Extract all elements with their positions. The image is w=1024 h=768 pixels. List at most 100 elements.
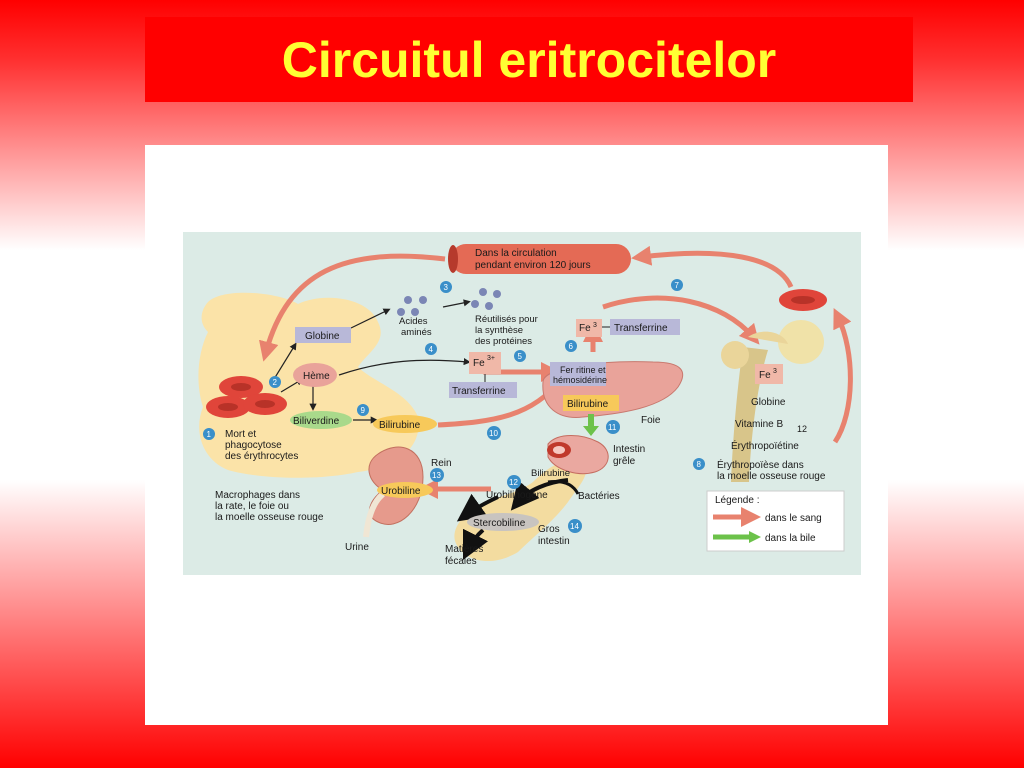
biliverdine-bubble <box>290 411 352 429</box>
acides-label: Acides <box>399 316 428 327</box>
stercobiline-label: Stercobiline <box>473 518 526 529</box>
intestin-gros-label: intestin <box>538 536 570 547</box>
circulation-label: Dans la circulation <box>475 248 557 259</box>
reuse-label-2: la synthèse <box>475 325 523 336</box>
urobilinogene-label: Urobilinogène <box>486 490 548 501</box>
transferrine-label: Transferrine <box>452 386 506 397</box>
heme-bubble <box>293 363 337 387</box>
transferrin-to-marrow-arrow <box>602 295 760 345</box>
step-12: 12 <box>509 478 518 487</box>
step-13: 13 <box>432 471 441 480</box>
urobiline-label: Urobiline <box>381 486 421 497</box>
slide-title-bar: Circuitul eritrocitelor <box>145 17 913 102</box>
return-to-macrophage-arrow <box>259 253 446 362</box>
step-6: 6 <box>569 342 574 351</box>
fe-bone-label: Fe <box>759 370 771 381</box>
fe-bone-box <box>755 364 783 384</box>
gros-label: Gros <box>538 524 560 535</box>
stercobilin-to-feces-arrow <box>462 528 489 561</box>
globine-to-acids-arrow <box>350 308 391 329</box>
fe-top-box <box>576 319 602 337</box>
blood-vessel: Dans la circulation pendant environ 120 … <box>448 244 631 274</box>
erythropoiese-label-1: Érythropoïèse dans <box>717 458 804 471</box>
matieres-label: Matières <box>445 544 483 555</box>
bilirubine-label: Bilirubine <box>379 420 421 431</box>
acids-to-reuse-arrow <box>442 299 471 308</box>
transferrine-box <box>449 382 517 398</box>
step-14: 14 <box>570 522 579 531</box>
bilirubine-intestin-label: Bilirubine <box>531 468 570 479</box>
step-7: 7 <box>675 281 680 290</box>
slide-title: Circuitul eritrocitelor <box>281 31 777 88</box>
bilirubin-to-urobilinogen-arrow <box>510 478 569 511</box>
foie-label: Foie <box>641 415 661 426</box>
erythropoietine-label: Érythropoïétine <box>731 439 799 452</box>
step-markers: 1 2 3 4 5 6 7 8 9 10 11 12 13 14 <box>203 279 705 533</box>
fe-box <box>469 352 501 374</box>
bacteria-curve <box>547 480 580 495</box>
amines-label: aminés <box>401 327 432 338</box>
mort-label-3: des érythrocytes <box>225 451 298 462</box>
figure-panel: Dans la circulation pendant environ 120 … <box>145 145 888 725</box>
ferritine-box <box>550 362 606 386</box>
vitamine-label: Vitamine B <box>735 419 784 430</box>
macrophages-label-2: la rate, le foie ou <box>215 501 289 512</box>
step-3: 3 <box>444 283 449 292</box>
transferrine-top-label: Transferrine <box>614 323 668 334</box>
fe-top-label: Fe <box>579 323 591 334</box>
step-9: 9 <box>361 406 366 415</box>
reuse-label-1: Réutilisés pour <box>475 314 538 325</box>
circulation-duration-label: pendant environ 120 jours <box>475 260 591 271</box>
legend-blood-label: dans le sang <box>765 513 822 524</box>
rbc-to-circulation-arrow <box>631 245 794 289</box>
urobilinogen-to-stercobilin-arrow <box>456 493 499 522</box>
rbc-cluster <box>206 376 287 418</box>
legend-bile-arrow-head <box>749 531 761 543</box>
urine-label: Urine <box>345 542 369 553</box>
fe-charge-label: 3+ <box>487 355 495 362</box>
step-8: 8 <box>697 460 702 469</box>
legend-bile-label: dans la bile <box>765 533 816 544</box>
macrophages-label-3: la moelle osseuse rouge <box>215 512 324 523</box>
bilirubine-liver-box <box>563 395 619 411</box>
bilirubine-liver-label: Bilirubine <box>567 399 609 410</box>
heme-to-fe-arrow <box>338 358 471 376</box>
urobiline-bubble <box>377 482 433 498</box>
bile-arrow-head <box>583 426 599 436</box>
erythropoiese-label-2: la moelle osseuse rouge <box>717 471 826 482</box>
step-11: 11 <box>608 423 617 432</box>
globine-bone-label: Globine <box>751 397 786 408</box>
step-1: 1 <box>207 430 212 439</box>
transferrine-top-box <box>610 319 680 335</box>
step-2: 2 <box>273 378 278 387</box>
marrow-to-rbc-arrow <box>832 308 853 444</box>
erythrocyte-cycle-diagram: Dans la circulation pendant environ 120 … <box>183 232 861 575</box>
mort-label-1: Mort et <box>225 429 256 440</box>
amino-acid-dots <box>397 288 501 316</box>
new-rbc <box>779 289 827 311</box>
grele-label: grêle <box>613 456 636 467</box>
ferritine-label-1: Fer ritine et <box>560 365 606 375</box>
fe-top-charge-label: 3 <box>593 322 597 329</box>
bilirubine-bubble <box>373 415 437 433</box>
fecales-label: fécales <box>445 556 477 567</box>
legend: Légende : dans le sang dans la bile <box>706 490 845 552</box>
rein-label: Rein <box>431 458 452 469</box>
step-5: 5 <box>518 352 523 361</box>
small-intestine <box>547 435 609 475</box>
stercobiline-bubble <box>467 513 539 531</box>
bacteries-label: Bactéries <box>578 491 620 502</box>
intestin-label: Intestin <box>613 444 645 455</box>
globine-box <box>295 327 351 343</box>
heme-label: Hème <box>303 371 330 382</box>
step-10: 10 <box>489 429 498 438</box>
ferritine-label-2: hémosidérine <box>553 375 607 385</box>
step-4: 4 <box>429 345 434 354</box>
mort-label-2: phagocytose <box>225 440 282 451</box>
globine-label: Globine <box>305 331 340 342</box>
vitamine-sub-label: 12 <box>797 424 807 434</box>
biliverdine-label: Biliverdine <box>293 416 340 427</box>
reuse-label-3: des protéines <box>475 336 532 347</box>
macrophages-label-1: Macrophages dans <box>215 490 300 501</box>
fe-label: Fe <box>473 358 485 369</box>
